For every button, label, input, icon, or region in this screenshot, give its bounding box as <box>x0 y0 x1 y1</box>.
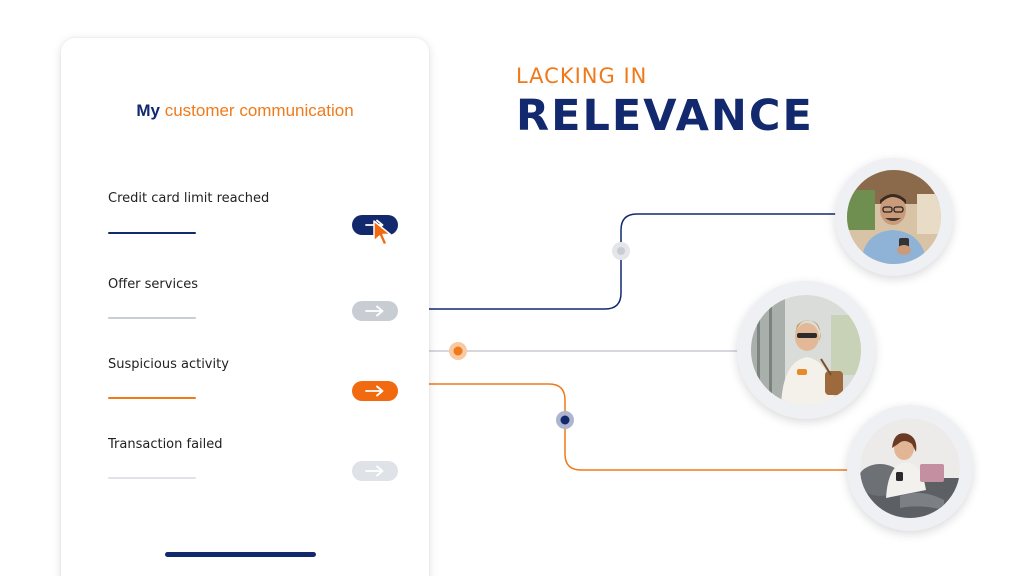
node-orange <box>449 342 467 360</box>
heading-line1: LACKING IN <box>516 64 648 88</box>
item-underline-light <box>108 477 196 479</box>
item-label-offer-services: Offer services <box>108 277 199 292</box>
item-label-suspicious-activity: Suspicious activity <box>108 357 229 372</box>
mouse-pointer-icon <box>373 220 392 246</box>
item-underline-gray <box>108 317 196 319</box>
node-gray <box>612 242 630 260</box>
item-label-transaction-failed: Transaction failed <box>108 437 223 452</box>
woman-with-bag-photo <box>751 295 861 405</box>
heading-line2: RELEVANCE <box>516 91 814 141</box>
item-label-credit-card-limit: Credit card limit reached <box>108 191 270 206</box>
arrow-right-icon <box>365 385 384 397</box>
man-with-glasses-smartphone-photo <box>847 170 941 264</box>
avatar-woman-bag <box>737 281 875 419</box>
toggle-transaction-failed[interactable] <box>352 461 398 481</box>
toggle-suspicious-activity[interactable] <box>352 381 398 401</box>
connector-navy <box>429 213 845 310</box>
avatar-woman-couch <box>847 405 973 531</box>
node-navy <box>556 411 574 429</box>
item-underline-orange <box>108 397 196 399</box>
arrow-right-icon <box>365 465 384 477</box>
toggle-offer-services[interactable] <box>352 301 398 321</box>
panel-title: My customer communication <box>0 101 490 121</box>
home-indicator-bar <box>165 552 316 557</box>
avatar-man <box>835 158 953 276</box>
panel-title-rest: customer communication <box>164 101 354 120</box>
arrow-right-icon <box>365 305 384 317</box>
woman-on-couch-with-coffee-photo <box>860 418 960 518</box>
item-underline-navy <box>108 232 196 234</box>
panel-title-prefix: My <box>136 101 160 120</box>
